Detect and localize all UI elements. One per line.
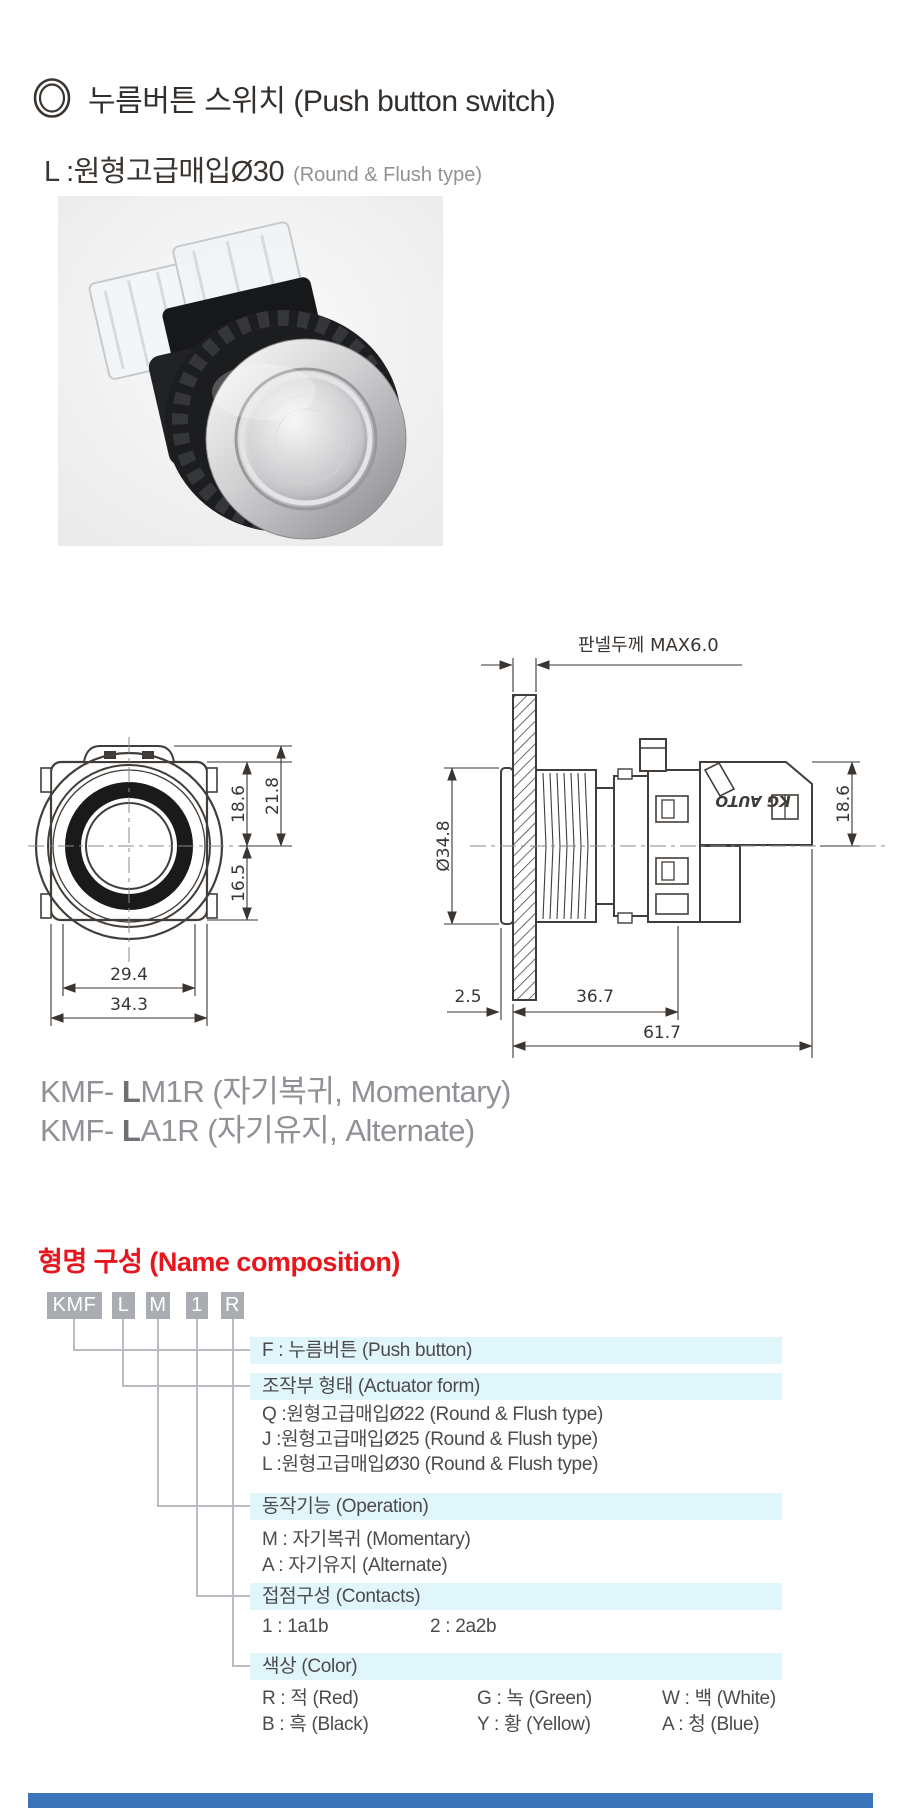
- side-dim-36-7: 36.7: [576, 987, 614, 1007]
- front-dim-18-6: 18.6: [229, 785, 249, 823]
- connector-line: [232, 1319, 234, 1667]
- row-operation: 동작기능 (Operation): [250, 1493, 782, 1520]
- double-circle-icon: [33, 78, 71, 118]
- button-face: [248, 381, 364, 497]
- color-blue: A : 청 (Blue): [662, 1714, 760, 1735]
- model-prefix: KMF-: [40, 1113, 122, 1148]
- front-dim-29-4: 29.4: [110, 965, 148, 985]
- connector-line: [157, 1319, 159, 1507]
- subtype-name-en: (Round & Flush type): [293, 164, 483, 186]
- subtype-name: 원형고급매입Ø30: [73, 156, 285, 188]
- row-color-options-1: R : 적 (Red) G : 녹 (Green) W : 백 (White): [250, 1686, 782, 1711]
- side-dim-2-5: 2.5: [454, 987, 481, 1007]
- model-names: KMF- LM1R (자기복귀, Momentary) KMF- LA1R (자…: [40, 1072, 511, 1150]
- dimension-drawings: 18.6 21.8 16.5 29.4 34.3: [28, 635, 885, 1058]
- code-box-1: 1: [186, 1292, 208, 1319]
- model-momentary: KMF- LM1R (자기복귀, Momentary): [40, 1072, 511, 1111]
- row-actuator-q: Q :원형고급매입Ø22 (Round & Flush type): [262, 1404, 604, 1425]
- product-photo: [58, 196, 443, 546]
- color-black: B : 흑 (Black): [262, 1714, 369, 1735]
- subtype-code: L :: [44, 156, 74, 188]
- row-contacts: 접점구성 (Contacts): [250, 1583, 782, 1610]
- composition-heading-ko: 형명 구성: [38, 1247, 143, 1277]
- code-box-m: M: [146, 1292, 170, 1319]
- row-contacts-options: 1 : 1a1b 2 : 2a2b: [250, 1614, 782, 1639]
- front-dim-34-3: 34.3: [110, 995, 148, 1015]
- connector-line: [122, 1319, 124, 1387]
- brand-mark-text: KG AUTO: [715, 792, 791, 810]
- code-box-r: R: [221, 1292, 244, 1319]
- front-dim-21-8: 21.8: [263, 777, 283, 815]
- code-box-kmf: KMF: [47, 1292, 102, 1319]
- connector-line: [73, 1319, 75, 1351]
- row-color-options-2: B : 흑 (Black) Y : 황 (Yellow) A : 청 (Blue): [250, 1712, 782, 1737]
- connector-line: [232, 1665, 252, 1667]
- side-view-drawing: KG AUTO 판넬두께 MAX6.0 Ø34.8: [434, 635, 885, 1058]
- color-white: W : 백 (White): [662, 1688, 776, 1709]
- model-alternate: KMF- LA1R (자기유지, Alternate): [40, 1111, 511, 1150]
- contacts-option-1: 1 : 1a1b: [262, 1616, 329, 1637]
- model-prefix: KMF-: [40, 1074, 122, 1109]
- row-push-button: F : 누름버튼 (Push button): [250, 1337, 782, 1364]
- color-yellow: Y : 황 (Yellow): [477, 1714, 591, 1735]
- page-header: 누름버튼 스위치 (Push button switch): [32, 76, 556, 120]
- code-box-l: L: [112, 1292, 135, 1319]
- page-title-en: (Push button switch): [293, 85, 556, 118]
- model-suffix: M1R (자기복귀, Momentary): [140, 1074, 511, 1109]
- connector-line: [196, 1319, 198, 1597]
- subtype-line: L :원형고급매입Ø30 (Round & Flush type): [44, 148, 482, 190]
- composition-heading-en: (Name composition): [149, 1247, 400, 1277]
- contacts-option-2: 2 : 2a2b: [430, 1616, 497, 1637]
- model-bold-code: L: [121, 1113, 141, 1148]
- page-title-ko: 누름버튼 스위치: [88, 85, 286, 118]
- connector-line: [196, 1595, 252, 1597]
- page-title: 누름버튼 스위치 (Push button switch): [88, 76, 556, 120]
- side-dim-diameter: Ø34.8: [434, 820, 454, 871]
- color-green: G : 녹 (Green): [477, 1688, 592, 1709]
- side-dim-18-6: 18.6: [834, 785, 854, 823]
- front-dim-16-5: 16.5: [229, 864, 249, 902]
- model-bold-code: L: [121, 1074, 141, 1109]
- side-dim-61-7: 61.7: [643, 1023, 681, 1043]
- connector-line: [157, 1505, 252, 1507]
- row-operation-a: A : 자기유지 (Alternate): [262, 1555, 448, 1576]
- model-suffix: A1R (자기유지, Alternate): [140, 1113, 475, 1148]
- connector-line: [122, 1385, 252, 1387]
- connector-line: [73, 1349, 252, 1351]
- footer-bar: [28, 1793, 873, 1808]
- row-actuator-l: L :원형고급매입Ø30 (Round & Flush type): [262, 1454, 599, 1475]
- row-operation-m: M : 자기복귀 (Momentary): [262, 1529, 471, 1550]
- row-color: 색상 (Color): [250, 1653, 782, 1680]
- color-red: R : 적 (Red): [262, 1688, 359, 1709]
- row-actuator-form: 조작부 형태 (Actuator form): [250, 1373, 782, 1400]
- panel-thickness-label: 판넬두께 MAX6.0: [578, 635, 719, 656]
- row-actuator-j: J :원형고급매입Ø25 (Round & Flush type): [262, 1429, 598, 1450]
- composition-heading: 형명 구성 (Name composition): [38, 1240, 400, 1279]
- front-view-drawing: 18.6 21.8 16.5 29.4 34.3: [28, 737, 292, 1026]
- mounting-panel: [512, 694, 537, 1001]
